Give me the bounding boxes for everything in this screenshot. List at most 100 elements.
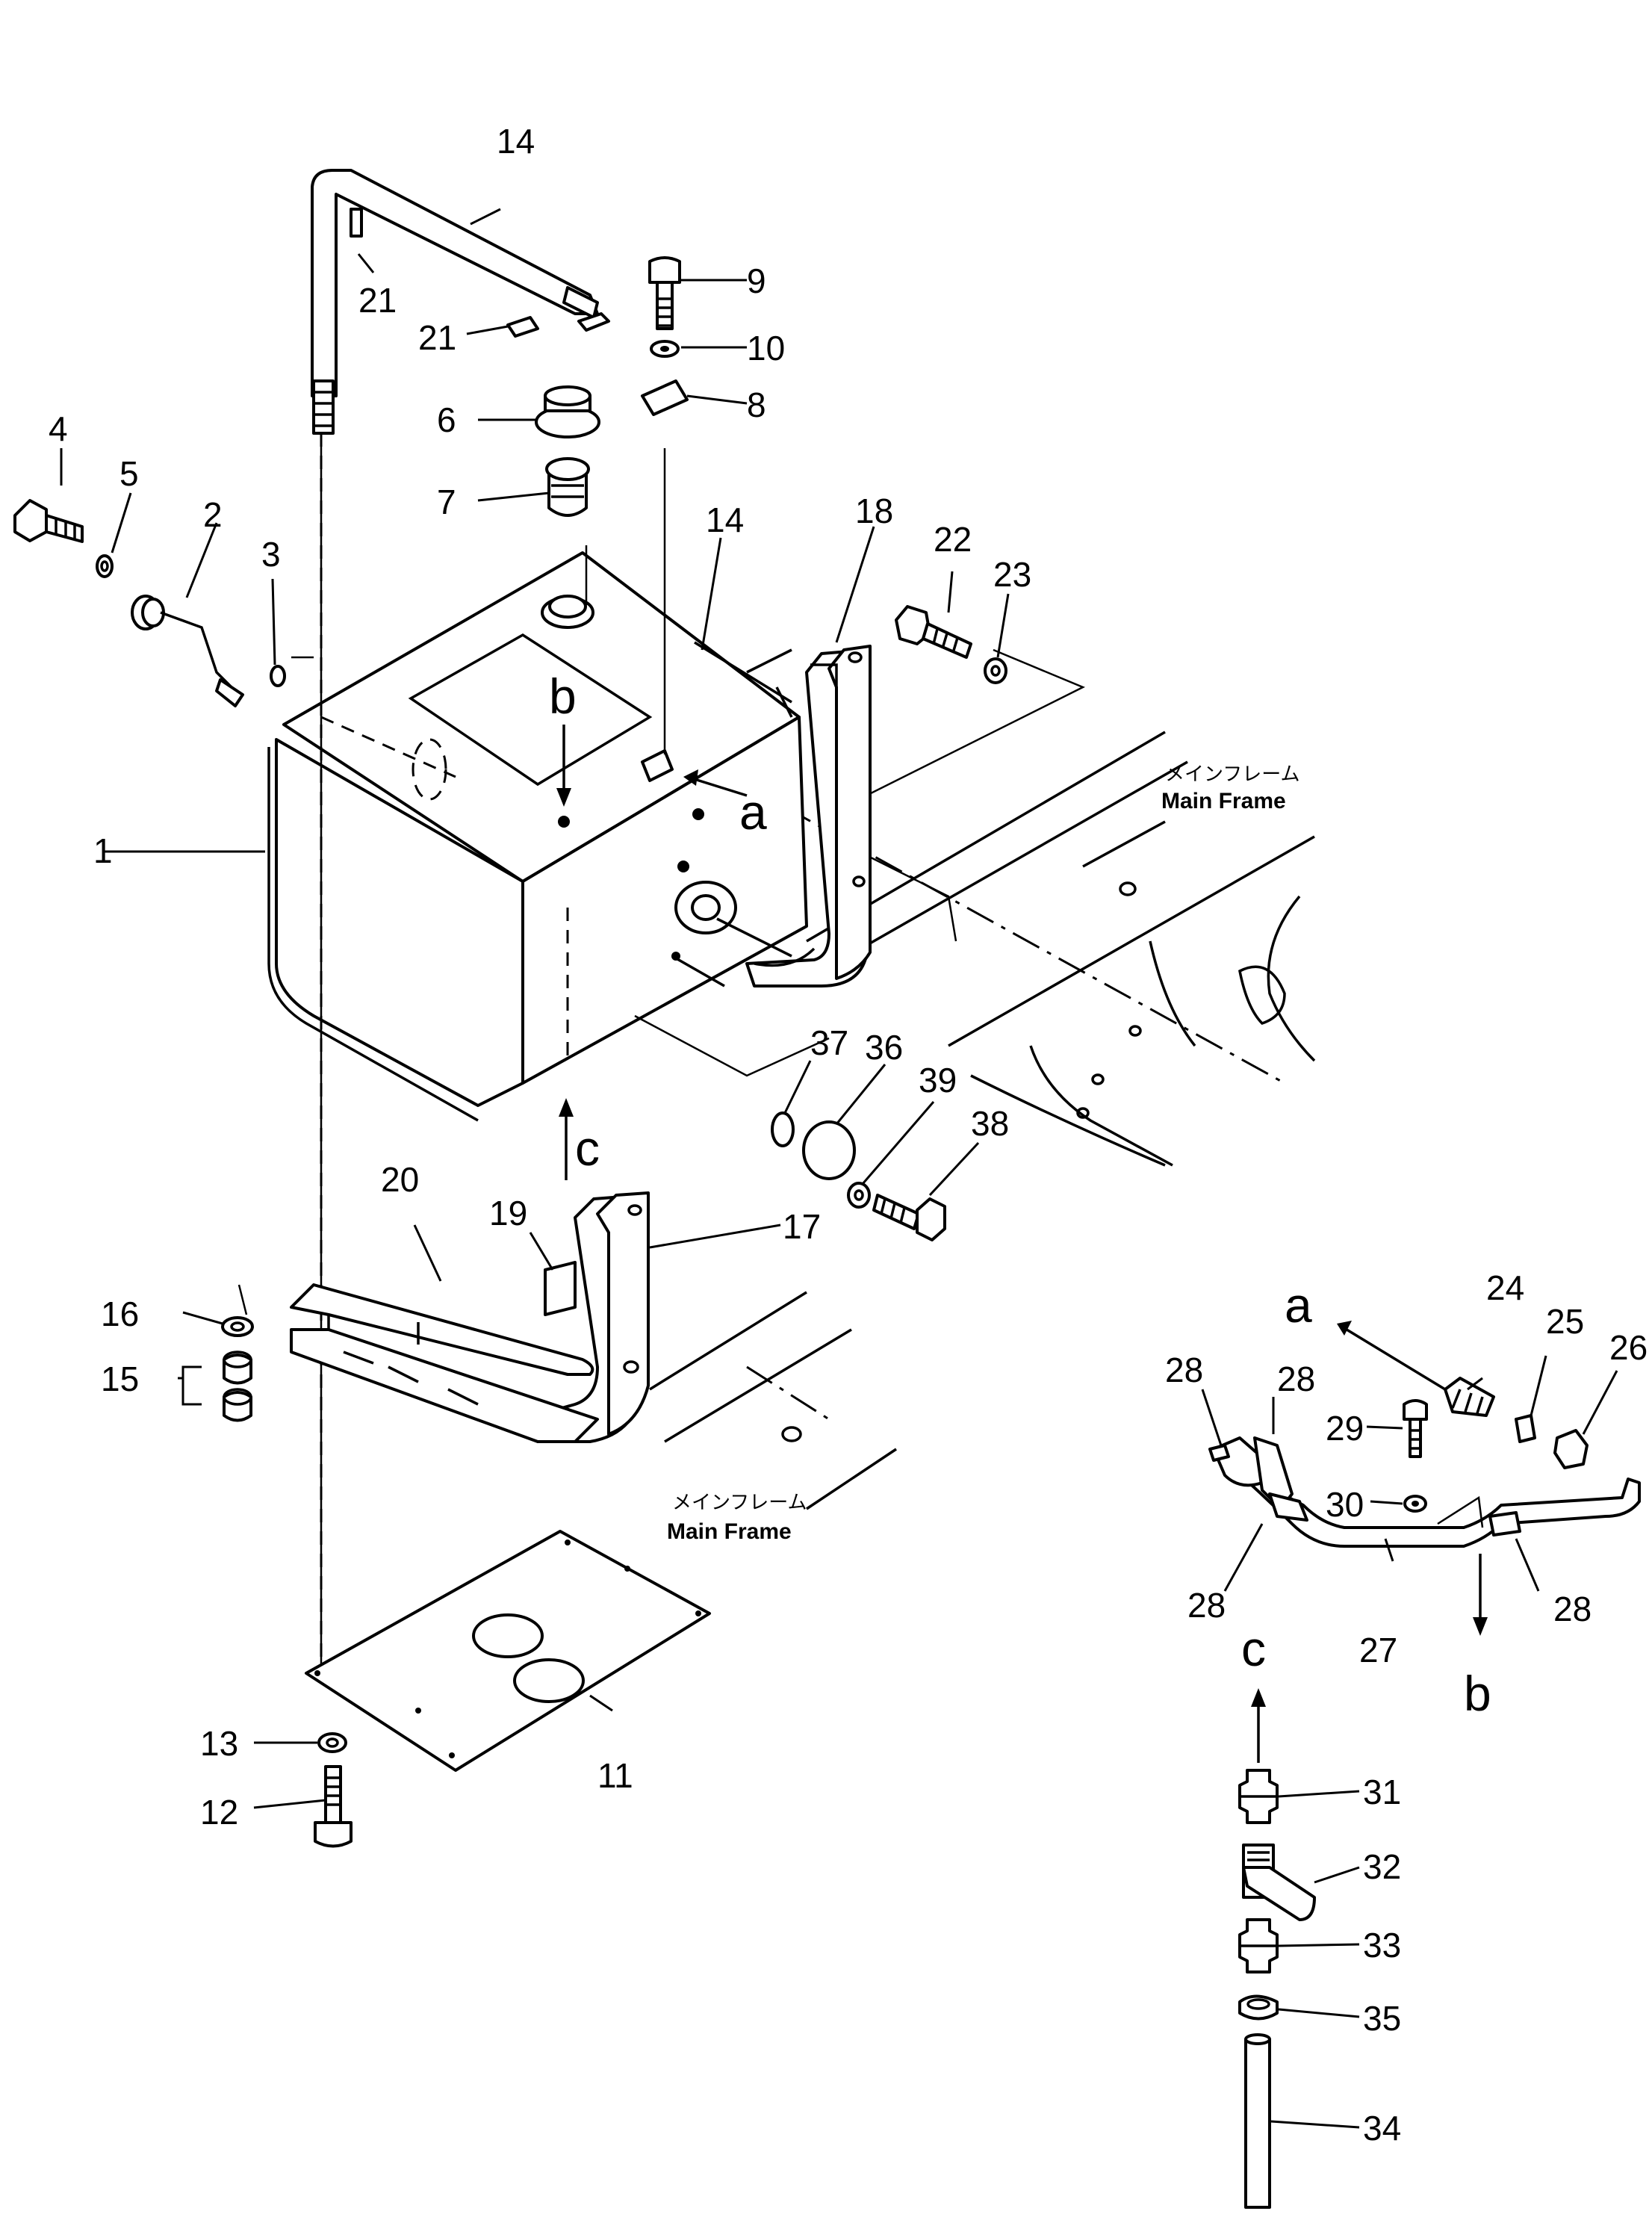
main-frame-lower: [649, 1291, 897, 1510]
view-letter-c: c: [575, 1120, 600, 1176]
callout-17: 17: [783, 1207, 821, 1246]
view-letter-a-detail: a: [1285, 1277, 1312, 1333]
washer-16: [221, 1316, 254, 1337]
callout-21: 21: [418, 318, 456, 357]
callout-32: 32: [1363, 1847, 1401, 1886]
callout-27: 27: [1359, 1631, 1397, 1669]
cap-6: [535, 385, 600, 438]
callout-29: 29: [1326, 1409, 1364, 1448]
level-gauge-2: [131, 595, 244, 707]
bolt-22: [895, 605, 972, 659]
view-letter-c-detail: c: [1241, 1621, 1266, 1676]
washer-39: [847, 1182, 871, 1209]
callout-13: 13: [200, 1724, 238, 1763]
view-letters: b a c a b c: [549, 669, 1491, 1721]
view-letter-b-detail: b: [1464, 1666, 1491, 1721]
pad-19: [544, 1261, 577, 1316]
callout-20: 20: [381, 1160, 419, 1199]
main-frame-label-jp: メインフレーム: [1165, 763, 1299, 786]
drain-valve-32: [1242, 1844, 1316, 1921]
callout-2: 2: [203, 495, 223, 534]
callout-23: 23: [993, 555, 1031, 594]
callout-28: 28: [1553, 1590, 1592, 1628]
connector-31: [1238, 1769, 1279, 1824]
main-frame-label: Main Frame: [667, 1519, 792, 1544]
callout-22: 22: [934, 520, 972, 559]
callout-26: 26: [1609, 1328, 1648, 1367]
view-letter-a: a: [739, 784, 767, 840]
bolt-29: [1403, 1399, 1428, 1458]
frame-labels: メインフレーム Main Frame メインフレーム Main Frame: [667, 763, 1299, 1544]
connector-33: [1238, 1918, 1279, 1973]
callout-6: 6: [437, 400, 456, 439]
callout-36: 36: [865, 1028, 903, 1067]
callout-24: 24: [1486, 1268, 1524, 1307]
callout-33: 33: [1363, 1926, 1401, 1965]
callout-12: 12: [200, 1793, 238, 1832]
tank-strap-18: [745, 645, 872, 987]
assembly-lines: [237, 433, 1086, 1673]
strainer-7: [545, 457, 590, 517]
callout-37: 37: [810, 1023, 848, 1062]
callout-10: 10: [747, 329, 785, 368]
callout-1: 1: [93, 831, 113, 870]
clamp-8: [641, 379, 689, 416]
hose-34: [1244, 2033, 1271, 2209]
callout-38: 38: [971, 1104, 1009, 1143]
leader-lines: [60, 208, 1618, 2129]
pipe-27-tab: [1437, 1495, 1484, 1528]
bolt-9: [648, 256, 681, 330]
callout-21: 21: [358, 281, 397, 320]
washer-13: [317, 1732, 347, 1753]
nut-15: [223, 1351, 252, 1422]
bracket-20: [290, 1283, 599, 1443]
callout-16: 16: [101, 1294, 139, 1333]
callout-numbers: 14 21 21 9 10 8 6 7 4 5 2 3 1 14 18 22 2…: [49, 122, 1648, 2148]
o-ring-37: [771, 1111, 795, 1147]
callout-34: 34: [1363, 2109, 1401, 2148]
tank-strap-upper: [311, 169, 610, 435]
washer-23: [984, 657, 1007, 684]
callout-11: 11: [597, 1756, 633, 1795]
bolt-38: [872, 1194, 946, 1241]
callout-4: 4: [49, 409, 68, 448]
bottom-cover-11: [305, 1530, 711, 1772]
view-arrows: [556, 725, 1488, 1763]
callout-14: 14: [497, 122, 535, 161]
callout-9: 9: [747, 261, 766, 300]
callout-3: 3: [261, 535, 281, 574]
bolt-4: [13, 499, 84, 543]
callout-5: 5: [119, 454, 139, 493]
washer-5: [96, 554, 114, 578]
callout-7: 7: [437, 483, 456, 521]
callout-19: 19: [489, 1194, 527, 1232]
callout-15: 15: [101, 1359, 139, 1398]
washer-10: [650, 340, 680, 358]
gasket-36: [802, 1120, 856, 1180]
washer-30: [1403, 1495, 1427, 1513]
main-frame-label-jp: メインフレーム: [672, 1492, 807, 1514]
callout-25: 25: [1546, 1302, 1584, 1341]
bolt-12: [314, 1765, 353, 1848]
pad-21: [506, 316, 539, 338]
main-frame-upper: [783, 731, 1316, 1167]
callout-8: 8: [747, 385, 766, 424]
fuel-tank: [267, 551, 808, 1122]
callout-28: 28: [1277, 1359, 1315, 1398]
view-letter-b: b: [549, 669, 577, 724]
o-ring-3: [270, 665, 286, 687]
callout-39: 39: [919, 1061, 957, 1100]
bracket-15-lead: [178, 1365, 202, 1406]
callout-31: 31: [1363, 1773, 1401, 1811]
callout-28: 28: [1165, 1351, 1203, 1389]
vent-pipe-assembly: [1208, 1377, 1641, 1548]
callout-18: 18: [855, 492, 893, 530]
clamp-35: [1238, 1994, 1279, 2021]
callout-30: 30: [1326, 1485, 1364, 1524]
callout-28: 28: [1187, 1586, 1226, 1625]
tank-strap-17: [521, 1191, 650, 1443]
main-frame-label: Main Frame: [1161, 789, 1286, 813]
callout-35: 35: [1363, 1999, 1401, 2038]
callout-14: 14: [706, 500, 744, 539]
